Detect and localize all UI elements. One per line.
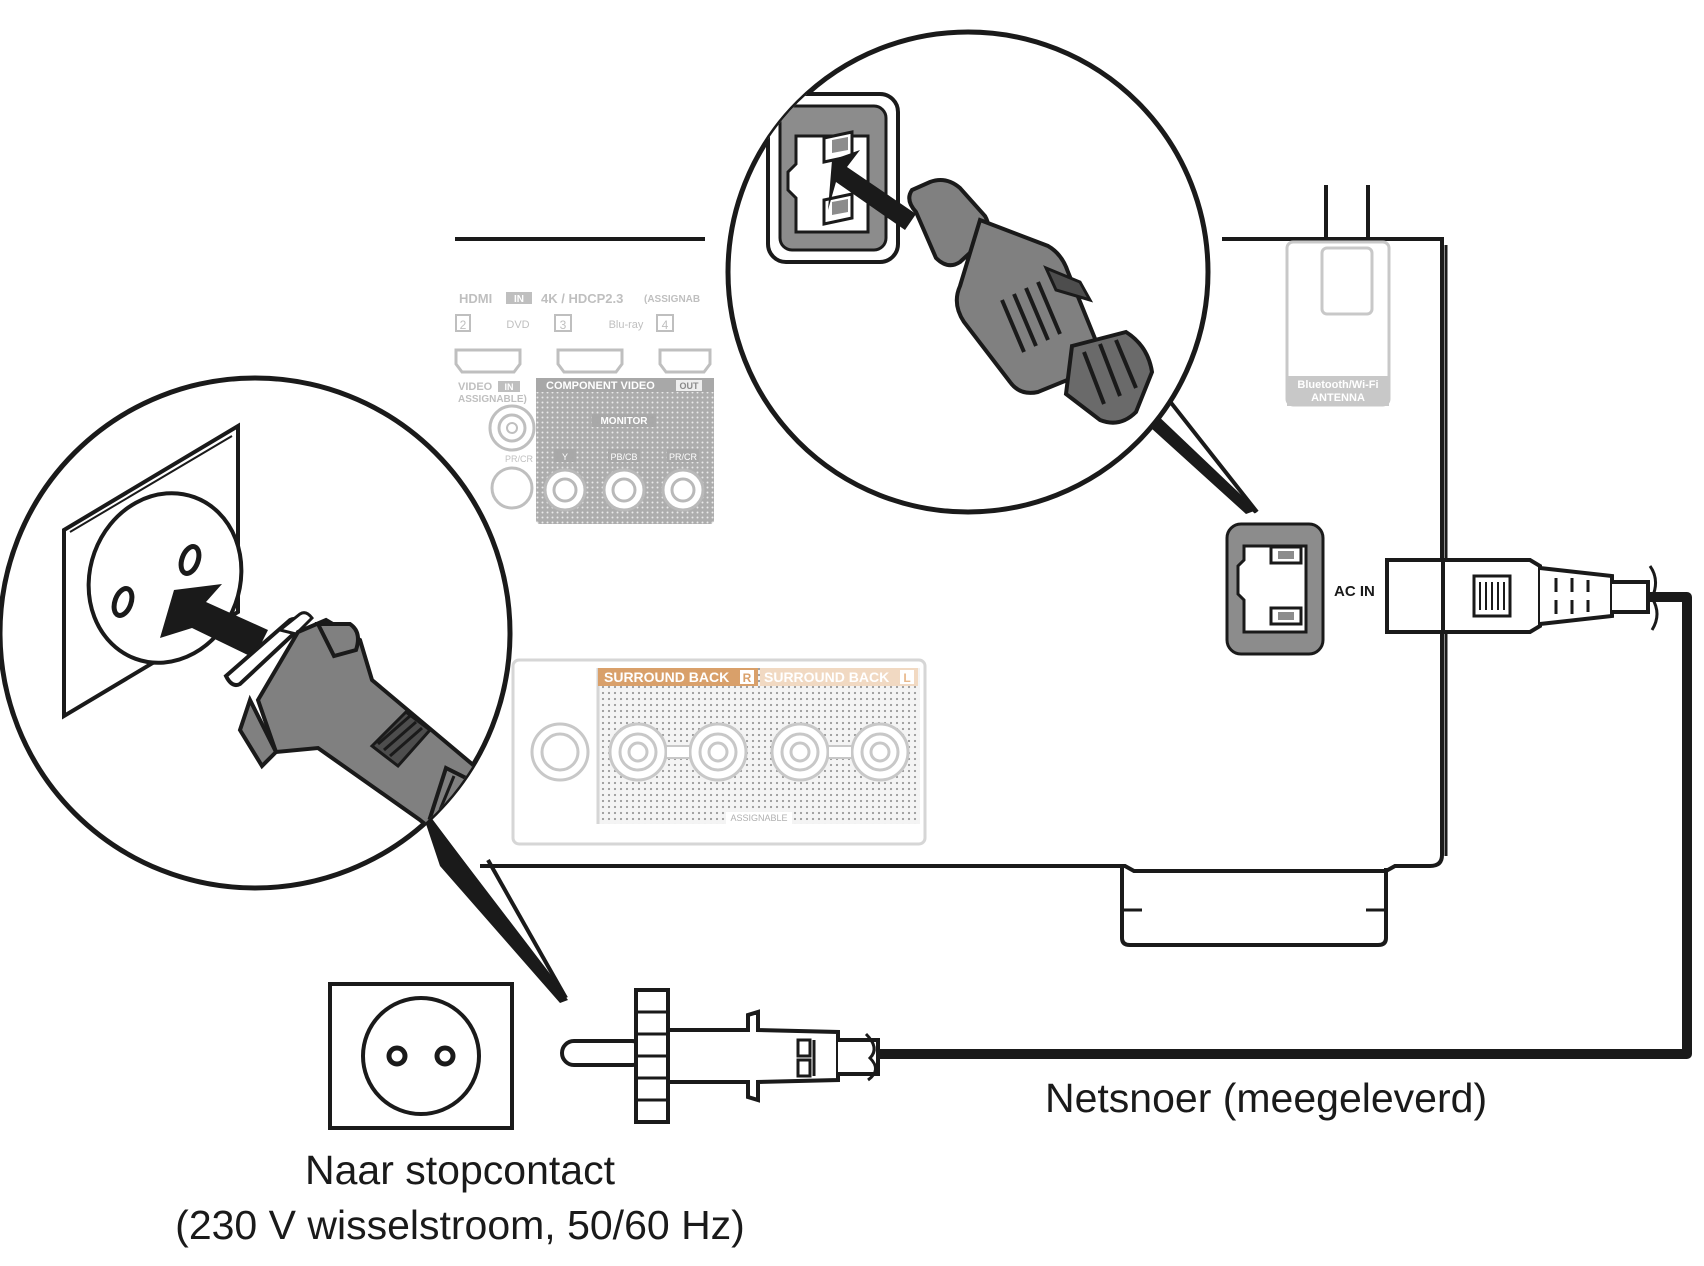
ac-in-label: AC IN <box>1334 583 1375 600</box>
hdmi-video-section: HDMI IN 4K / HDCP2.3 (ASSIGNAB 2 DVD 3 B… <box>454 291 712 510</box>
video-assignable: ASSIGNABLE) <box>458 394 527 405</box>
surround-back-l-label: SURROUND BACK <box>764 669 889 685</box>
surround-back-r-tag: R <box>743 671 752 685</box>
surround-back-r-label: SURROUND BACK <box>604 669 729 685</box>
bluetooth-wifi-antenna: Bluetooth/Wi-Fi ANTENNA <box>1285 185 1391 407</box>
component-video-section: COMPONENT VIDEO OUT MONITOR Y PB/CB PR/C… <box>536 378 714 524</box>
video-in-tag: IN <box>505 382 514 392</box>
hdmi-port-number: 2 <box>460 318 467 332</box>
video-label: VIDEO <box>458 381 493 393</box>
hdmi-port-number: 4 <box>662 318 669 332</box>
insert-arrow-icon <box>160 584 268 658</box>
component-jack-pr: PR/CR <box>661 449 705 512</box>
hdmi-in-tag: IN <box>514 294 524 305</box>
antenna-label-line1: Bluetooth/Wi-Fi <box>1297 379 1378 391</box>
pr-cr-label-left: PR/CR <box>505 454 534 464</box>
receiver-rear-panel: Bluetooth/Wi-Fi ANTENNA HDMI IN 4K / HDC… <box>328 185 1692 1130</box>
hdmi-port-number: 3 <box>560 318 567 332</box>
hdmi-port-name: DVD <box>506 319 529 331</box>
wall-outlet-icon <box>328 982 514 1130</box>
speaker-assignable: ASSIGNABLE <box>730 813 787 823</box>
svg-text:Y: Y <box>562 452 568 462</box>
hdmi-assignable: (ASSIGNAB <box>644 294 700 305</box>
power-cord-label: Netsnoer (meegeleverd) <box>1045 1075 1488 1121</box>
zoom-inset-wall-outlet <box>0 375 568 1003</box>
component-jack-pb: PB/CB <box>602 449 646 512</box>
hdmi-port <box>658 348 712 374</box>
outlet-spec-label: (230 V wisselstroom, 50/60 Hz) <box>175 1202 745 1248</box>
rca-jack <box>488 404 536 452</box>
hdmi-port <box>556 348 624 374</box>
schuko-plug-side <box>560 988 880 1124</box>
zoom-inset-ac-inlet <box>725 29 1259 515</box>
hdmi-port <box>454 348 522 374</box>
component-label: COMPONENT VIDEO <box>546 380 655 392</box>
surround-back-l-tag: L <box>903 671 910 685</box>
antenna-label-line2: ANTENNA <box>1311 392 1365 404</box>
hdmi-header: HDMI <box>459 291 492 306</box>
component-out-tag: OUT <box>680 381 700 391</box>
component-jack-y: Y <box>543 449 587 512</box>
monitor-label: MONITOR <box>600 416 648 427</box>
speaker-terminal-section: SURROUND BACK R SURROUND BACK L ASSIGNAB… <box>511 658 927 846</box>
iec-connector-plug <box>1385 558 1659 634</box>
outlet-label: Naar stopcontact <box>305 1147 615 1193</box>
svg-text:PR/CR: PR/CR <box>669 452 698 462</box>
hdmi-port-name: Blu-ray <box>609 319 644 331</box>
power-cord-line <box>860 592 1692 1059</box>
svg-text:PB/CB: PB/CB <box>610 452 637 462</box>
ac-in-inlet: AC IN <box>1225 522 1375 656</box>
hdmi-spec: 4K / HDCP2.3 <box>541 291 623 306</box>
